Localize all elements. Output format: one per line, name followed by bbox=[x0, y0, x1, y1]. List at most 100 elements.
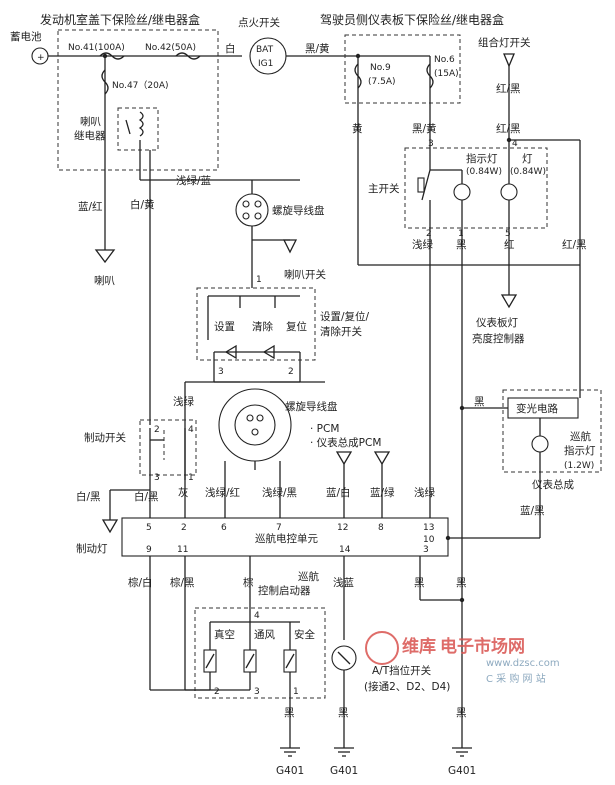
main-switch-box bbox=[404, 147, 548, 229]
set-switch-label-2: 清除开关 bbox=[320, 325, 362, 338]
horn-label: 喇叭 bbox=[94, 275, 115, 287]
wire-lblue: 浅蓝 bbox=[333, 576, 354, 589]
wire-black-b: 黑 bbox=[474, 396, 485, 408]
wire-black-d: 黑 bbox=[456, 577, 467, 589]
main-switch-label: 主开关 bbox=[368, 182, 400, 195]
dimmer-arrow-icon bbox=[500, 294, 518, 309]
horn-relay-label-2: 继电器 bbox=[74, 129, 106, 142]
fuse-41-icon bbox=[99, 52, 125, 60]
fuse-41-label: No.41(100A) bbox=[68, 43, 125, 53]
dash-fuse-box-outline bbox=[344, 34, 461, 104]
ignition-ig1: IG1 bbox=[258, 59, 273, 69]
engine-fuse-box-outline bbox=[57, 29, 219, 171]
ignition-switch-title: 点火开关 bbox=[238, 16, 280, 29]
indicator-lamp-icon bbox=[453, 183, 471, 201]
actuator-pin-2: 2 bbox=[214, 687, 220, 697]
pcm-arrow-1-icon bbox=[335, 451, 353, 466]
set-switch-box bbox=[196, 287, 316, 361]
dash-fuse-box-title: 驾驶员侧仪表板下保险丝/继电器盒 bbox=[320, 12, 504, 27]
wire-black-g: 黑 bbox=[456, 707, 467, 719]
ecu-pin-11: 11 bbox=[177, 545, 188, 555]
actuator-pin-3: 3 bbox=[254, 687, 260, 697]
brake-lamp-label: 制动灯 bbox=[76, 542, 108, 555]
illumination-lamp-icon bbox=[500, 183, 518, 201]
brake-switch-label: 制动开关 bbox=[84, 431, 126, 444]
wire-black-yellow-2: 黑/黄 bbox=[412, 122, 437, 135]
wire-lgreen-black: 浅绿/黑 bbox=[262, 486, 297, 499]
wire-white-yellow: 白/黄 bbox=[130, 198, 155, 211]
wire-white-black-b: 白/黑 bbox=[134, 490, 159, 503]
actuator-label-2: 控制启动器 bbox=[258, 584, 311, 597]
actuator-pin-1: 1 bbox=[293, 687, 299, 697]
horn-arrow-icon bbox=[94, 249, 116, 264]
wire-black-c: 黑 bbox=[414, 577, 425, 589]
dimmer-label-1: 仪表板灯 bbox=[476, 316, 518, 329]
reset-button-label[interactable]: 复位 bbox=[286, 320, 307, 333]
indicator-lamp-label-2: (0.84W) bbox=[466, 167, 502, 177]
wire-brown: 棕 bbox=[243, 576, 254, 589]
relay-coil-icon bbox=[138, 111, 144, 137]
ecu-pin-3: 3 bbox=[423, 545, 429, 555]
fuse-6-icon bbox=[426, 63, 434, 89]
meter-assembly-box bbox=[502, 389, 602, 473]
set-button-label[interactable]: 设置 bbox=[214, 321, 235, 333]
wire-black-yellow: 黑/黄 bbox=[305, 42, 330, 55]
spiral-cable-2-icon bbox=[218, 388, 292, 462]
pin-4-main: 4 bbox=[512, 139, 518, 149]
ecu-pin-9: 9 bbox=[146, 545, 152, 555]
at-switch-label-1: A/T挡位开关 bbox=[372, 664, 432, 677]
cruise-indicator-label-1: 巡航 bbox=[570, 430, 591, 443]
safety-label: 安全 bbox=[294, 628, 315, 641]
cruise-ecu-label: 巡航电控单元 bbox=[255, 532, 318, 545]
ecu-pin-2: 2 bbox=[181, 523, 187, 533]
pin-2-main: 2 bbox=[426, 229, 432, 239]
pcm-label-2: · 仪表总成PCM bbox=[310, 436, 381, 449]
wire-blue-black: 蓝/黑 bbox=[520, 505, 545, 517]
ecu-pin-13: 13 bbox=[423, 523, 434, 533]
fuse-6-label-1: No.6 bbox=[434, 55, 455, 65]
actuator-label-1: 巡航 bbox=[298, 570, 319, 583]
fuse-47-icon bbox=[101, 69, 109, 95]
ground-3-icon bbox=[452, 730, 472, 757]
cruise-indicator-label-2: 指示灯 bbox=[564, 444, 596, 457]
fuse-9-icon bbox=[354, 63, 362, 89]
clear-button-label[interactable]: 清除 bbox=[252, 320, 273, 333]
set-switch-label-1: 设置/复位/ bbox=[320, 310, 370, 323]
pin-1-spiral: 1 bbox=[256, 275, 262, 285]
ecu-pin-6: 6 bbox=[221, 523, 227, 533]
fuse-6-label-2: (15A) bbox=[434, 69, 459, 79]
ground-2-icon bbox=[334, 740, 354, 757]
watermark-url: www.dzsc.com bbox=[486, 658, 560, 669]
pin-1-main: 1 bbox=[458, 229, 464, 239]
wire-red-black-a: 红/黑 bbox=[496, 82, 521, 95]
fuse-9-label-1: No.9 bbox=[370, 63, 391, 73]
wire-blue-green: 蓝/绿 bbox=[370, 486, 395, 499]
ground-3-label: G401 bbox=[448, 765, 476, 777]
pin-5-main: 5 bbox=[505, 229, 511, 239]
cruise-indicator-lamp-icon bbox=[531, 435, 549, 453]
fuse-9-label-2: (7.5A) bbox=[368, 77, 396, 87]
ecu-pin-14: 14 bbox=[339, 545, 351, 555]
spiral-cable-2-label: 螺旋导线盘 bbox=[285, 400, 338, 413]
combo-light-switch-label: 组合灯开关 bbox=[478, 36, 531, 49]
vacuum-label: 真空 bbox=[214, 628, 235, 641]
pin-2-spiral: 2 bbox=[288, 367, 294, 377]
cruise-indicator-label-3: (1.2W) bbox=[564, 461, 594, 471]
watermark-logo-icon bbox=[365, 631, 399, 665]
spiral-cable-1-icon bbox=[235, 193, 269, 227]
ignition-bat: BAT bbox=[256, 45, 274, 55]
fuse-42-icon bbox=[175, 52, 201, 60]
wire-blue-red: 蓝/红 bbox=[78, 200, 103, 213]
wire-white: 白 bbox=[225, 42, 236, 55]
fuse-47-label: No.47（20A) bbox=[112, 80, 169, 91]
meter-assembly-label: 仪表总成 bbox=[532, 478, 574, 491]
horn-switch-label: 喇叭开关 bbox=[284, 268, 326, 281]
wire-black-f: 黑 bbox=[338, 707, 349, 719]
wire-white-black-a: 白/黑 bbox=[76, 490, 101, 503]
brake-pin-4: 4 bbox=[188, 425, 194, 435]
watermark-market: 电子市场网 bbox=[440, 636, 525, 657]
wire-blue-white: 蓝/白 bbox=[326, 486, 351, 499]
wire-red-black-b: 红/黑 bbox=[496, 122, 521, 135]
wire-yellow: 黄 bbox=[352, 122, 363, 135]
